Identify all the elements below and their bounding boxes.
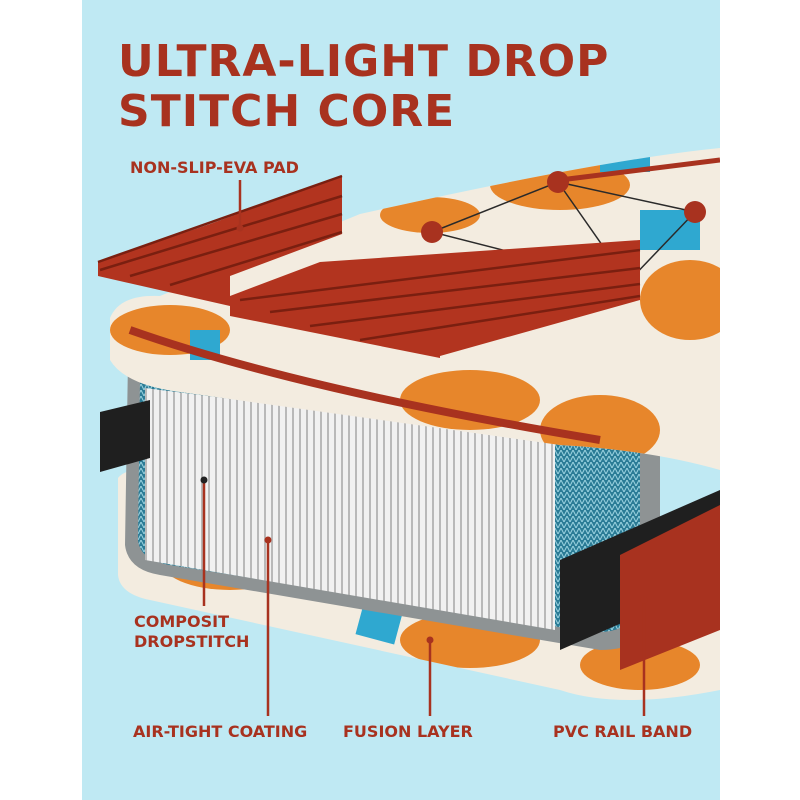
label-dropstitch-line-1: COMPOSIT — [134, 612, 229, 631]
label-air-tight-coating: AIR-TIGHT COATING — [133, 722, 308, 741]
headline-line-1: ULTRA-LIGHT DROP — [118, 36, 610, 87]
dropstitch-core — [145, 388, 555, 630]
left-rail-tab — [100, 400, 150, 472]
label-dropstitch-line-2: DROPSTITCH — [134, 632, 250, 651]
label-eva-pad: NON-SLIP-EVA PAD — [130, 158, 299, 177]
leader-dots — [200, 224, 648, 644]
headline-line-2: STITCH CORE — [118, 86, 456, 137]
eva-pad — [97, 174, 641, 358]
label-fusion-layer: FUSION LAYER — [343, 722, 473, 741]
leader-lines — [202, 180, 646, 716]
label-dropstitch: COMPOSIT DROPSTITCH — [134, 612, 249, 652]
label-pvc-rail-band: PVC RAIL BAND — [553, 722, 693, 741]
